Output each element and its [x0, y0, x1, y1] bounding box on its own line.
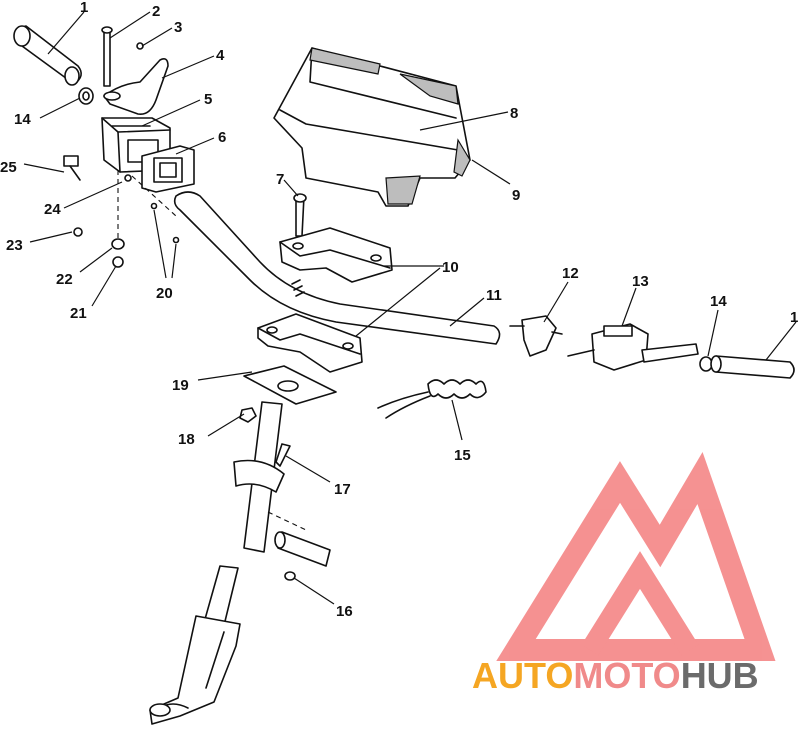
callout-3: 3: [174, 19, 182, 36]
watermark-logo: [496, 451, 776, 661]
callout-2: 2: [152, 3, 160, 20]
lower-clamp-part: [257, 313, 363, 373]
callout-10: 10: [442, 259, 459, 276]
watermark-auto: AUTO: [472, 655, 573, 696]
svg-text:AUTOMOTOHUB: AUTOMOTOHUB: [472, 655, 759, 696]
callout-12: 12: [562, 265, 579, 282]
callout-8: 8: [510, 105, 518, 122]
steering-plate-part: [243, 365, 337, 405]
watermark-text: AUTOMOTOHUB: [472, 655, 759, 696]
watermark-hub: HUB: [681, 655, 759, 696]
master-cylinder-part: [567, 323, 699, 371]
leader-lines: [23, 11, 797, 605]
brake-bracket-part: [509, 315, 563, 357]
switch-plate-part: [141, 145, 195, 193]
pivot-tube-part: [267, 511, 331, 581]
callout-14-right: 14: [710, 293, 727, 310]
callout-16: 16: [336, 603, 353, 620]
callout-1-right: 1: [790, 309, 798, 326]
callout-20: 20: [156, 285, 173, 302]
left-grip-part: [13, 25, 82, 86]
callout-18: 18: [178, 431, 195, 448]
watermark-moto: MOTO: [573, 655, 680, 696]
steering-post-part: [149, 401, 285, 725]
callout-13: 13: [632, 273, 649, 290]
handlebar-part: [173, 191, 501, 345]
callout-25: 25: [0, 159, 17, 176]
callout-4: 4: [216, 47, 225, 64]
callout-21: 21: [70, 305, 87, 322]
screw-part: [275, 443, 291, 467]
callout-15: 15: [454, 447, 471, 464]
upper-clamp-part: [279, 227, 393, 283]
heater-coil-part: [377, 379, 487, 419]
callout-19: 19: [172, 377, 189, 394]
callout-7: 7: [276, 171, 284, 188]
callout-5: 5: [204, 91, 212, 108]
callout-1-left: 1: [80, 0, 88, 16]
callout-11: 11: [486, 287, 502, 304]
callout-14-left: 14: [14, 111, 31, 128]
callout-6: 6: [218, 129, 226, 146]
pin-part: [101, 26, 113, 87]
left-small-hardware: [63, 87, 180, 268]
bolt-part: [293, 193, 307, 237]
callout-23: 23: [6, 237, 23, 254]
callout-17: 17: [334, 481, 351, 498]
right-grip-part: [699, 355, 795, 379]
callout-labels: 1 2 3 4 5 6 7 8 9 10 11 12 13 14 14 1 15…: [0, 0, 798, 620]
headlight-pod-part: [273, 47, 471, 207]
throttle-lever-part: [103, 58, 169, 116]
callout-9: 9: [512, 187, 520, 204]
callout-24: 24: [44, 201, 61, 218]
callout-22: 22: [56, 271, 73, 288]
